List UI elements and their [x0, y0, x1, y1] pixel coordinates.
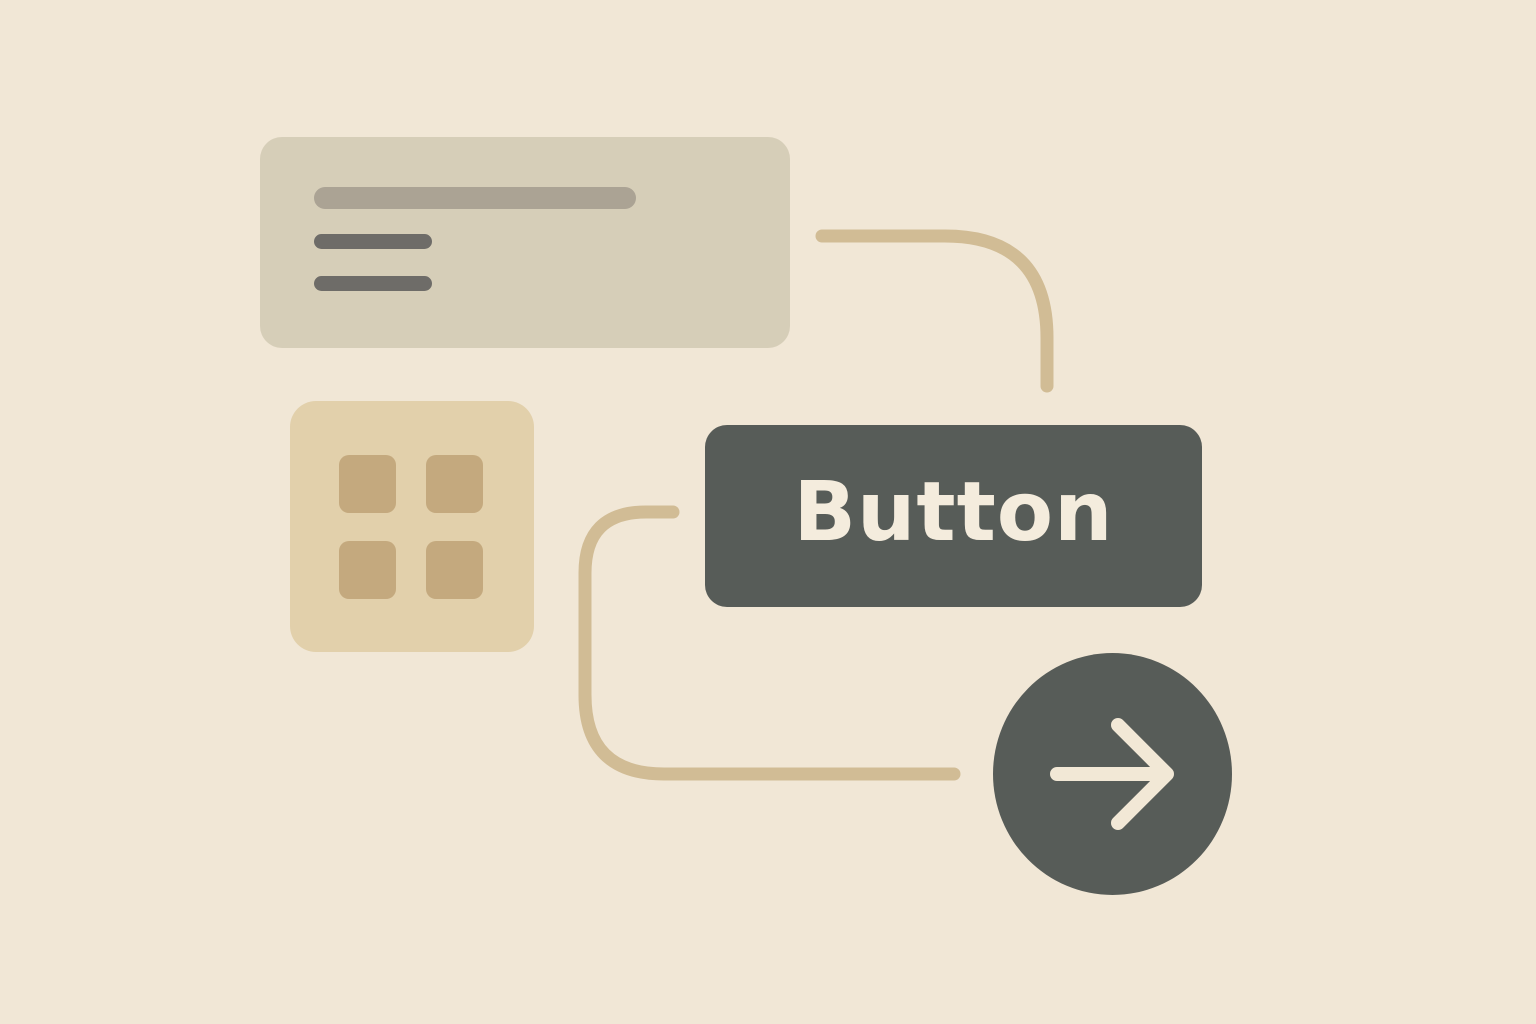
connector-button-to-arrow — [578, 505, 961, 781]
grid-cell — [339, 541, 396, 599]
grid-cell — [339, 455, 396, 513]
content-card — [260, 137, 790, 348]
arrow-right-icon — [1050, 718, 1174, 830]
connector-card-to-button — [815, 229, 1054, 393]
grid-icon[interactable] — [290, 401, 534, 652]
grid-cell — [426, 455, 483, 513]
card-title-placeholder — [314, 187, 636, 209]
card-text-placeholder — [314, 276, 432, 291]
primary-button[interactable]: Button — [705, 425, 1202, 607]
next-button[interactable] — [993, 653, 1232, 895]
grid-cell — [426, 541, 483, 599]
card-text-placeholder — [314, 234, 432, 249]
primary-button-label: Button — [793, 465, 1114, 560]
